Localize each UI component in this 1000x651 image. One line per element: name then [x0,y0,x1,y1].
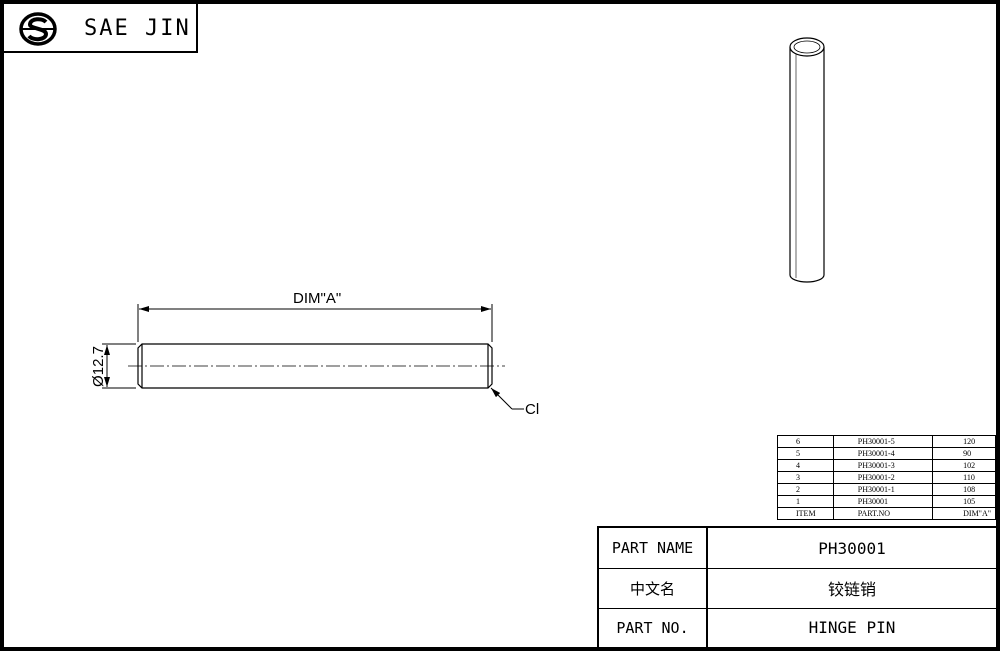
part-no-cell: PH30001 [832,495,934,508]
part-no-cell: PH30001-1 [832,483,934,496]
item-cell: 3 [777,471,834,484]
part-no-cell: PH30001-2 [832,471,934,484]
chinese-name-value: 铰链销 [827,580,876,599]
dim-cell: 120 [932,435,996,448]
chinese-name-label: 中文名 [599,568,708,608]
title-row-part-no: PART NO. HINGE PIN [599,608,996,647]
chamfer-leader [490,387,524,410]
dim-cell: 105 [932,495,996,508]
item-cell: 6 [777,435,834,448]
dim-cell: 90 [932,447,996,460]
dim-cell: 102 [932,459,996,472]
part-no-value: HINGE PIN [808,618,896,637]
part-no-label: PART NO. [599,608,708,647]
pin-3d-view [789,37,825,283]
dim-cell: DIM"A" [932,507,996,520]
part-no-cell: PH30001-4 [832,447,934,460]
chamfer-label: Cl [525,401,540,418]
part-name-label: PART NAME [599,528,708,568]
company-name: SAE JIN [84,16,191,41]
title-row-part-name: PART NAME PH30001 [599,528,996,569]
title-row-chinese-name: 中文名 铰链销 [599,568,996,609]
item-cell: 2 [777,483,834,496]
dim-cell: 110 [932,471,996,484]
part-no-cell: PH30001-5 [832,435,934,448]
company-logo-box: SAE JIN [4,4,198,53]
part-no-cell: PART.NO [832,507,934,520]
diameter-dimension [102,343,136,389]
item-cell: 4 [777,459,834,472]
part-no-cell: PH30001-3 [832,459,934,472]
dim-cell: 108 [932,483,996,496]
item-cell: 1 [777,495,834,508]
item-cell: 5 [777,447,834,460]
diameter-label: Ø12.7 [89,346,107,387]
item-cell: ITEM [777,507,834,520]
part-name-value: PH30001 [818,538,886,558]
sj-logo-icon [19,12,57,46]
length-dimension [137,304,493,342]
title-block: PART NAME PH30001 中文名 铰链销 PART NO. HINGE… [597,526,996,647]
length-dimension-label: DIM"A" [293,290,342,307]
